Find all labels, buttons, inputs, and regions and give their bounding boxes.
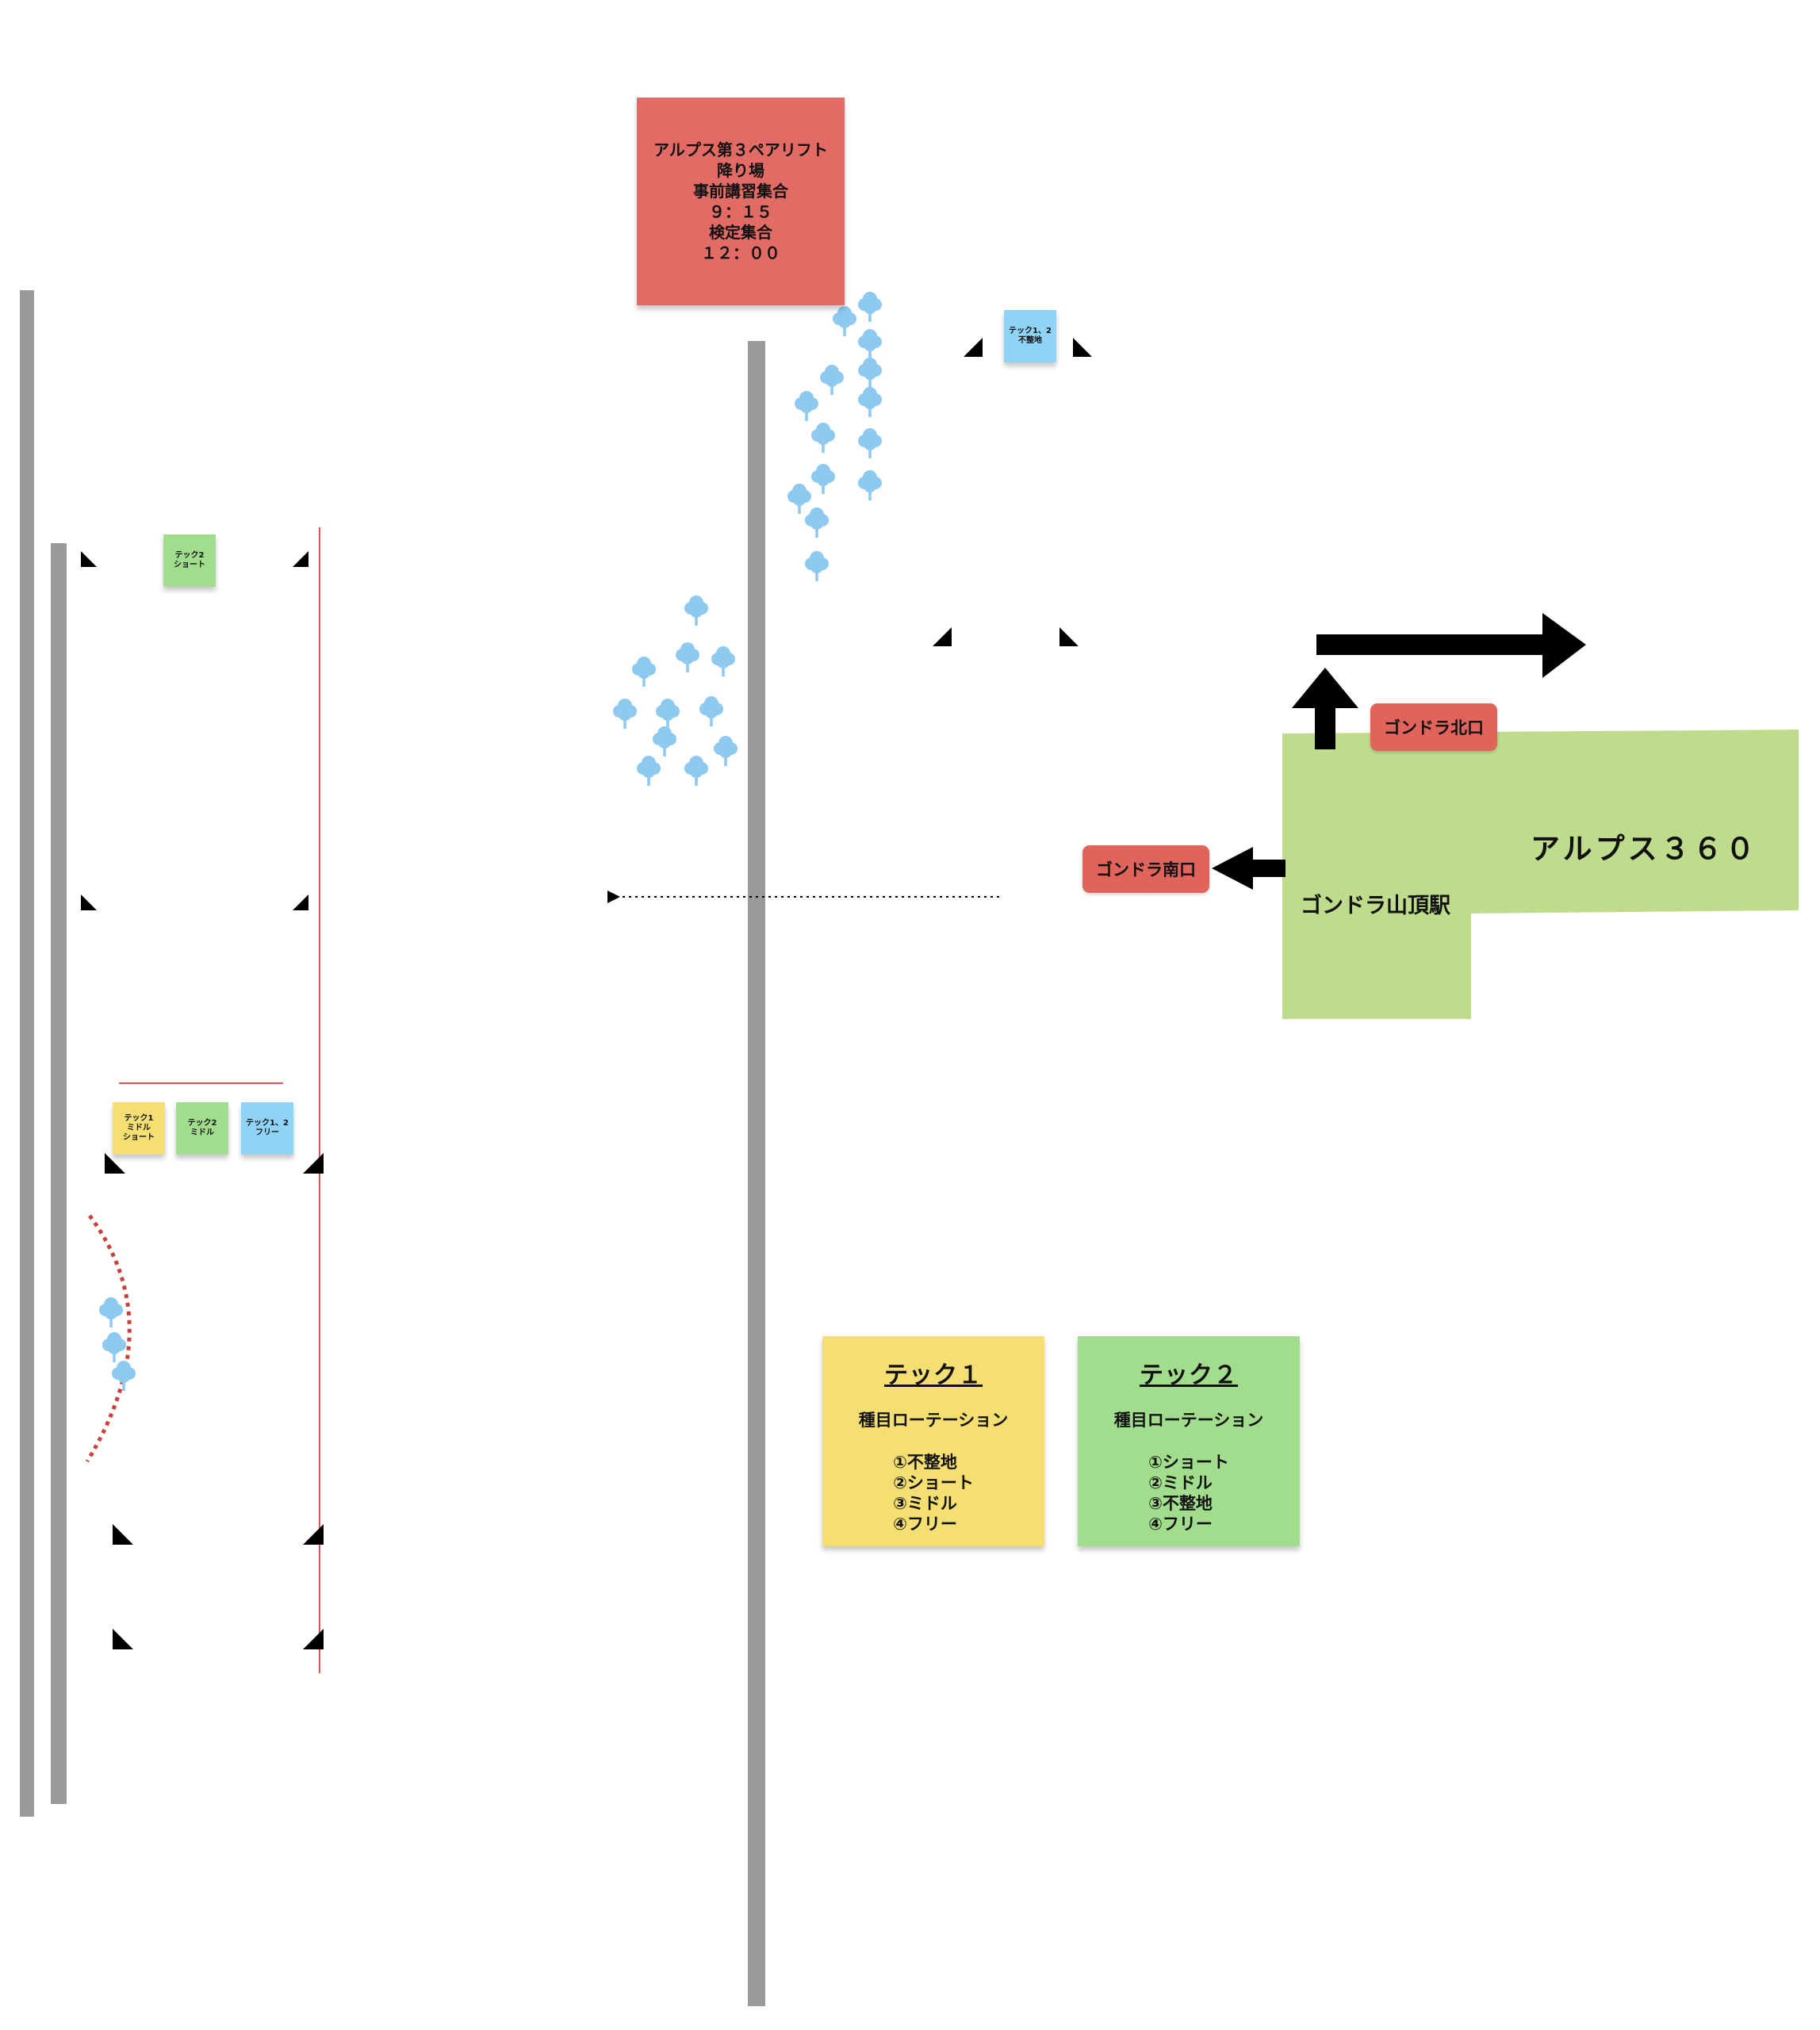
note-line: ミドル [127,1124,151,1132]
tree-icon [684,756,708,786]
note-line: 不整地 [1018,336,1042,345]
rotation-list: ①不整地 ②ショート ③ミドル ④フリー [893,1452,974,1534]
tree-icon [711,646,735,676]
gate-flag [303,1153,324,1174]
rotation-title: テック２ [1140,1362,1238,1389]
rotation-item: ③ミドル [893,1494,957,1513]
rotation-item: ①不整地 [893,1453,957,1472]
tree-icon [632,657,656,687]
gate-flag [964,338,983,357]
rotation-item: ③不整地 [1148,1494,1213,1513]
rotation-item: ①ショート [1148,1453,1229,1472]
note-line: ミドル [190,1128,214,1137]
tree-icon [637,756,661,786]
lift-line-2 [51,543,67,1804]
tree-icon [820,365,844,395]
direction-arrow-left [1212,847,1285,890]
note-line: テック2 [174,551,205,560]
station-name: アルプス３６０ [1531,832,1758,866]
tree-icon [112,1361,136,1391]
gate-flag [113,1524,133,1545]
rotation-item: ②ミドル [1148,1473,1213,1492]
note-line: ショート [174,561,205,569]
note-line: フリー [255,1128,279,1137]
tree-icon [102,1332,126,1362]
safety-net-arc [85,1214,132,1463]
gate-flag [1073,338,1092,357]
lift-line-main [748,341,765,2006]
rotation-subtitle: 種目ローテーション [858,1411,1009,1430]
rotation-item: ②ショート [893,1473,974,1492]
gate-flag [81,894,97,910]
note-line: ショート [123,1133,155,1142]
tree-icon [858,292,882,322]
teck2-rotation-note: テック２ 種目ローテーション ①ショート ②ミドル ③不整地 ④フリー [1078,1336,1300,1546]
note-line: 検定集合 [709,223,772,242]
tree-icon [858,358,882,388]
gate-flag [933,627,952,646]
gate-flag [303,1524,324,1545]
tree-icon [656,699,680,729]
gate-flag [105,1153,125,1174]
tree-icon [858,387,882,417]
rotation-item: ④フリー [1148,1515,1213,1534]
tree-icon [811,464,835,494]
gondola-south-exit: ゴンドラ南口 [1082,845,1209,893]
note-line: ９：１５ [709,202,772,221]
note-line: テック1 [124,1114,154,1123]
gate-flag [293,894,308,910]
note-line: テック1、2 [1009,327,1052,335]
rotation-item: ④フリー [893,1515,957,1534]
gate-flag [293,551,308,567]
lift-line-1 [20,290,34,1817]
note-line: 降り場 [717,161,764,180]
note-line: 事前講習集合 [693,182,788,201]
direction-arrow-up [1292,668,1358,749]
tree-icon [858,329,882,359]
gate-flag [113,1629,133,1649]
direction-arrow-right [1316,613,1586,678]
gate-flag [81,551,97,567]
teck1-rotation-note: テック１ 種目ローテーション ①不整地 ②ショート ③ミドル ④フリー [822,1336,1044,1546]
station-sublabel: ゴンドラ山頂駅 [1301,894,1450,918]
gate-flag [1059,627,1079,646]
note-line: テック2 [187,1119,217,1128]
gondola-north-exit: ゴンドラ北口 [1370,703,1497,751]
tree-icon [833,306,856,336]
note-line: １２：００ [701,243,780,262]
rotation-subtitle: 種目ローテーション [1113,1411,1264,1430]
tree-icon [795,391,818,421]
tree-icon [787,484,811,514]
tree-icon [714,736,738,766]
tree-icon [858,470,882,500]
note-line: テック1、2 [246,1119,289,1128]
rotation-list: ①ショート ②ミドル ③不整地 ④フリー [1148,1452,1229,1534]
tree-icon [805,551,829,581]
tree-icon [99,1297,123,1327]
gate-flag [303,1629,324,1649]
gondola-station-building [1282,730,1799,1019]
tree-icon [805,508,829,538]
tree-icon [613,699,637,729]
rotation-title: テック１ [884,1362,983,1389]
note-line: アルプス第３ペアリフト [653,140,828,159]
tree-icon [811,423,835,453]
tree-icon [858,428,882,458]
tree-icon [653,726,676,756]
tree-icon [676,642,699,672]
tree-icon [684,596,708,626]
gate-flags [81,338,1092,1649]
tree-icon [699,696,723,726]
